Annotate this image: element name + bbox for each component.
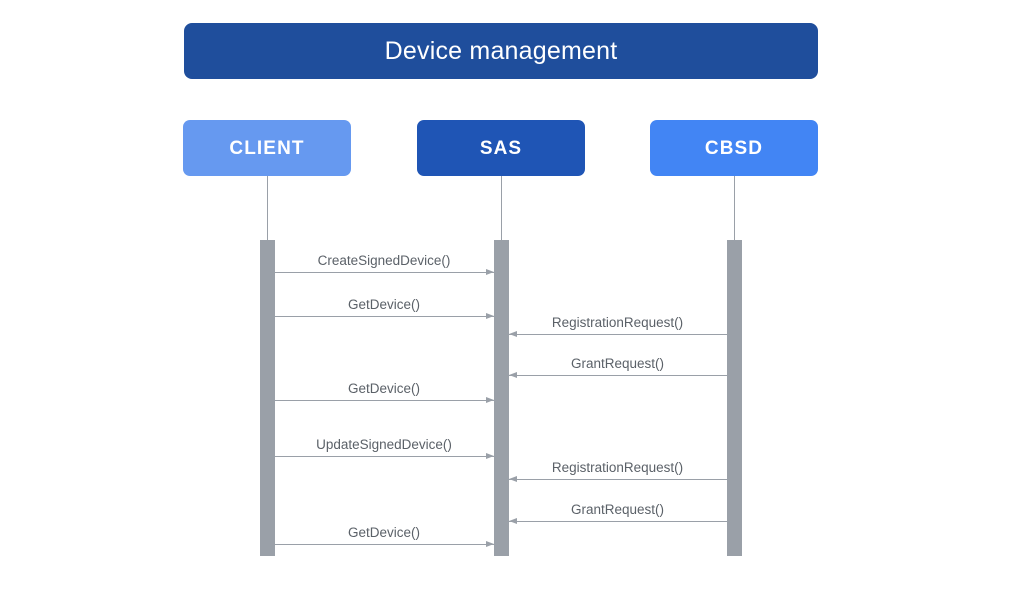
message-label: GetDevice() [347,380,420,396]
message-label: GrantRequest() [570,501,665,517]
message-line [274,272,494,273]
message-line [508,375,727,376]
arrow-head-icon [485,540,494,547]
participant-label-sas: SAS [479,137,523,159]
participant-box-client[interactable]: CLIENT [183,120,351,176]
participant-label-cbsd: CBSD [704,137,764,159]
arrow-head-icon [508,371,517,378]
message-line [508,521,727,522]
arrow-head-icon [485,396,494,403]
message-label: RegistrationRequest() [551,459,684,475]
arrow-head-icon [485,268,494,275]
arrow-head-icon [508,475,517,482]
message-label: GetDevice() [347,296,420,312]
message-line [274,456,494,457]
participant-label-client: CLIENT [229,137,305,159]
message-line [274,544,494,545]
message-label: GetDevice() [347,524,420,540]
message-label: GrantRequest() [570,355,665,371]
message-label: CreateSignedDevice() [317,252,451,268]
message-line [274,400,494,401]
participant-box-sas[interactable]: SAS [417,120,585,176]
diagram-title-bar: Device management [184,23,818,79]
diagram-title-text: Device management [384,36,618,65]
arrow-head-icon [508,330,517,337]
participant-box-cbsd[interactable]: CBSD [650,120,818,176]
message-line [274,316,494,317]
message-label: UpdateSignedDevice() [316,436,452,452]
activation-bar-sas [493,240,509,556]
arrow-head-icon [485,312,494,319]
arrow-head-icon [508,517,517,524]
activation-bar-cbsd [726,240,742,556]
lifeline-client [267,176,268,240]
message-label: RegistrationRequest() [551,314,684,330]
arrow-head-icon [485,452,494,459]
activation-bar-client [259,240,275,556]
message-line [508,479,727,480]
lifeline-cbsd [734,176,735,240]
message-line [508,334,727,335]
lifeline-sas [501,176,502,240]
